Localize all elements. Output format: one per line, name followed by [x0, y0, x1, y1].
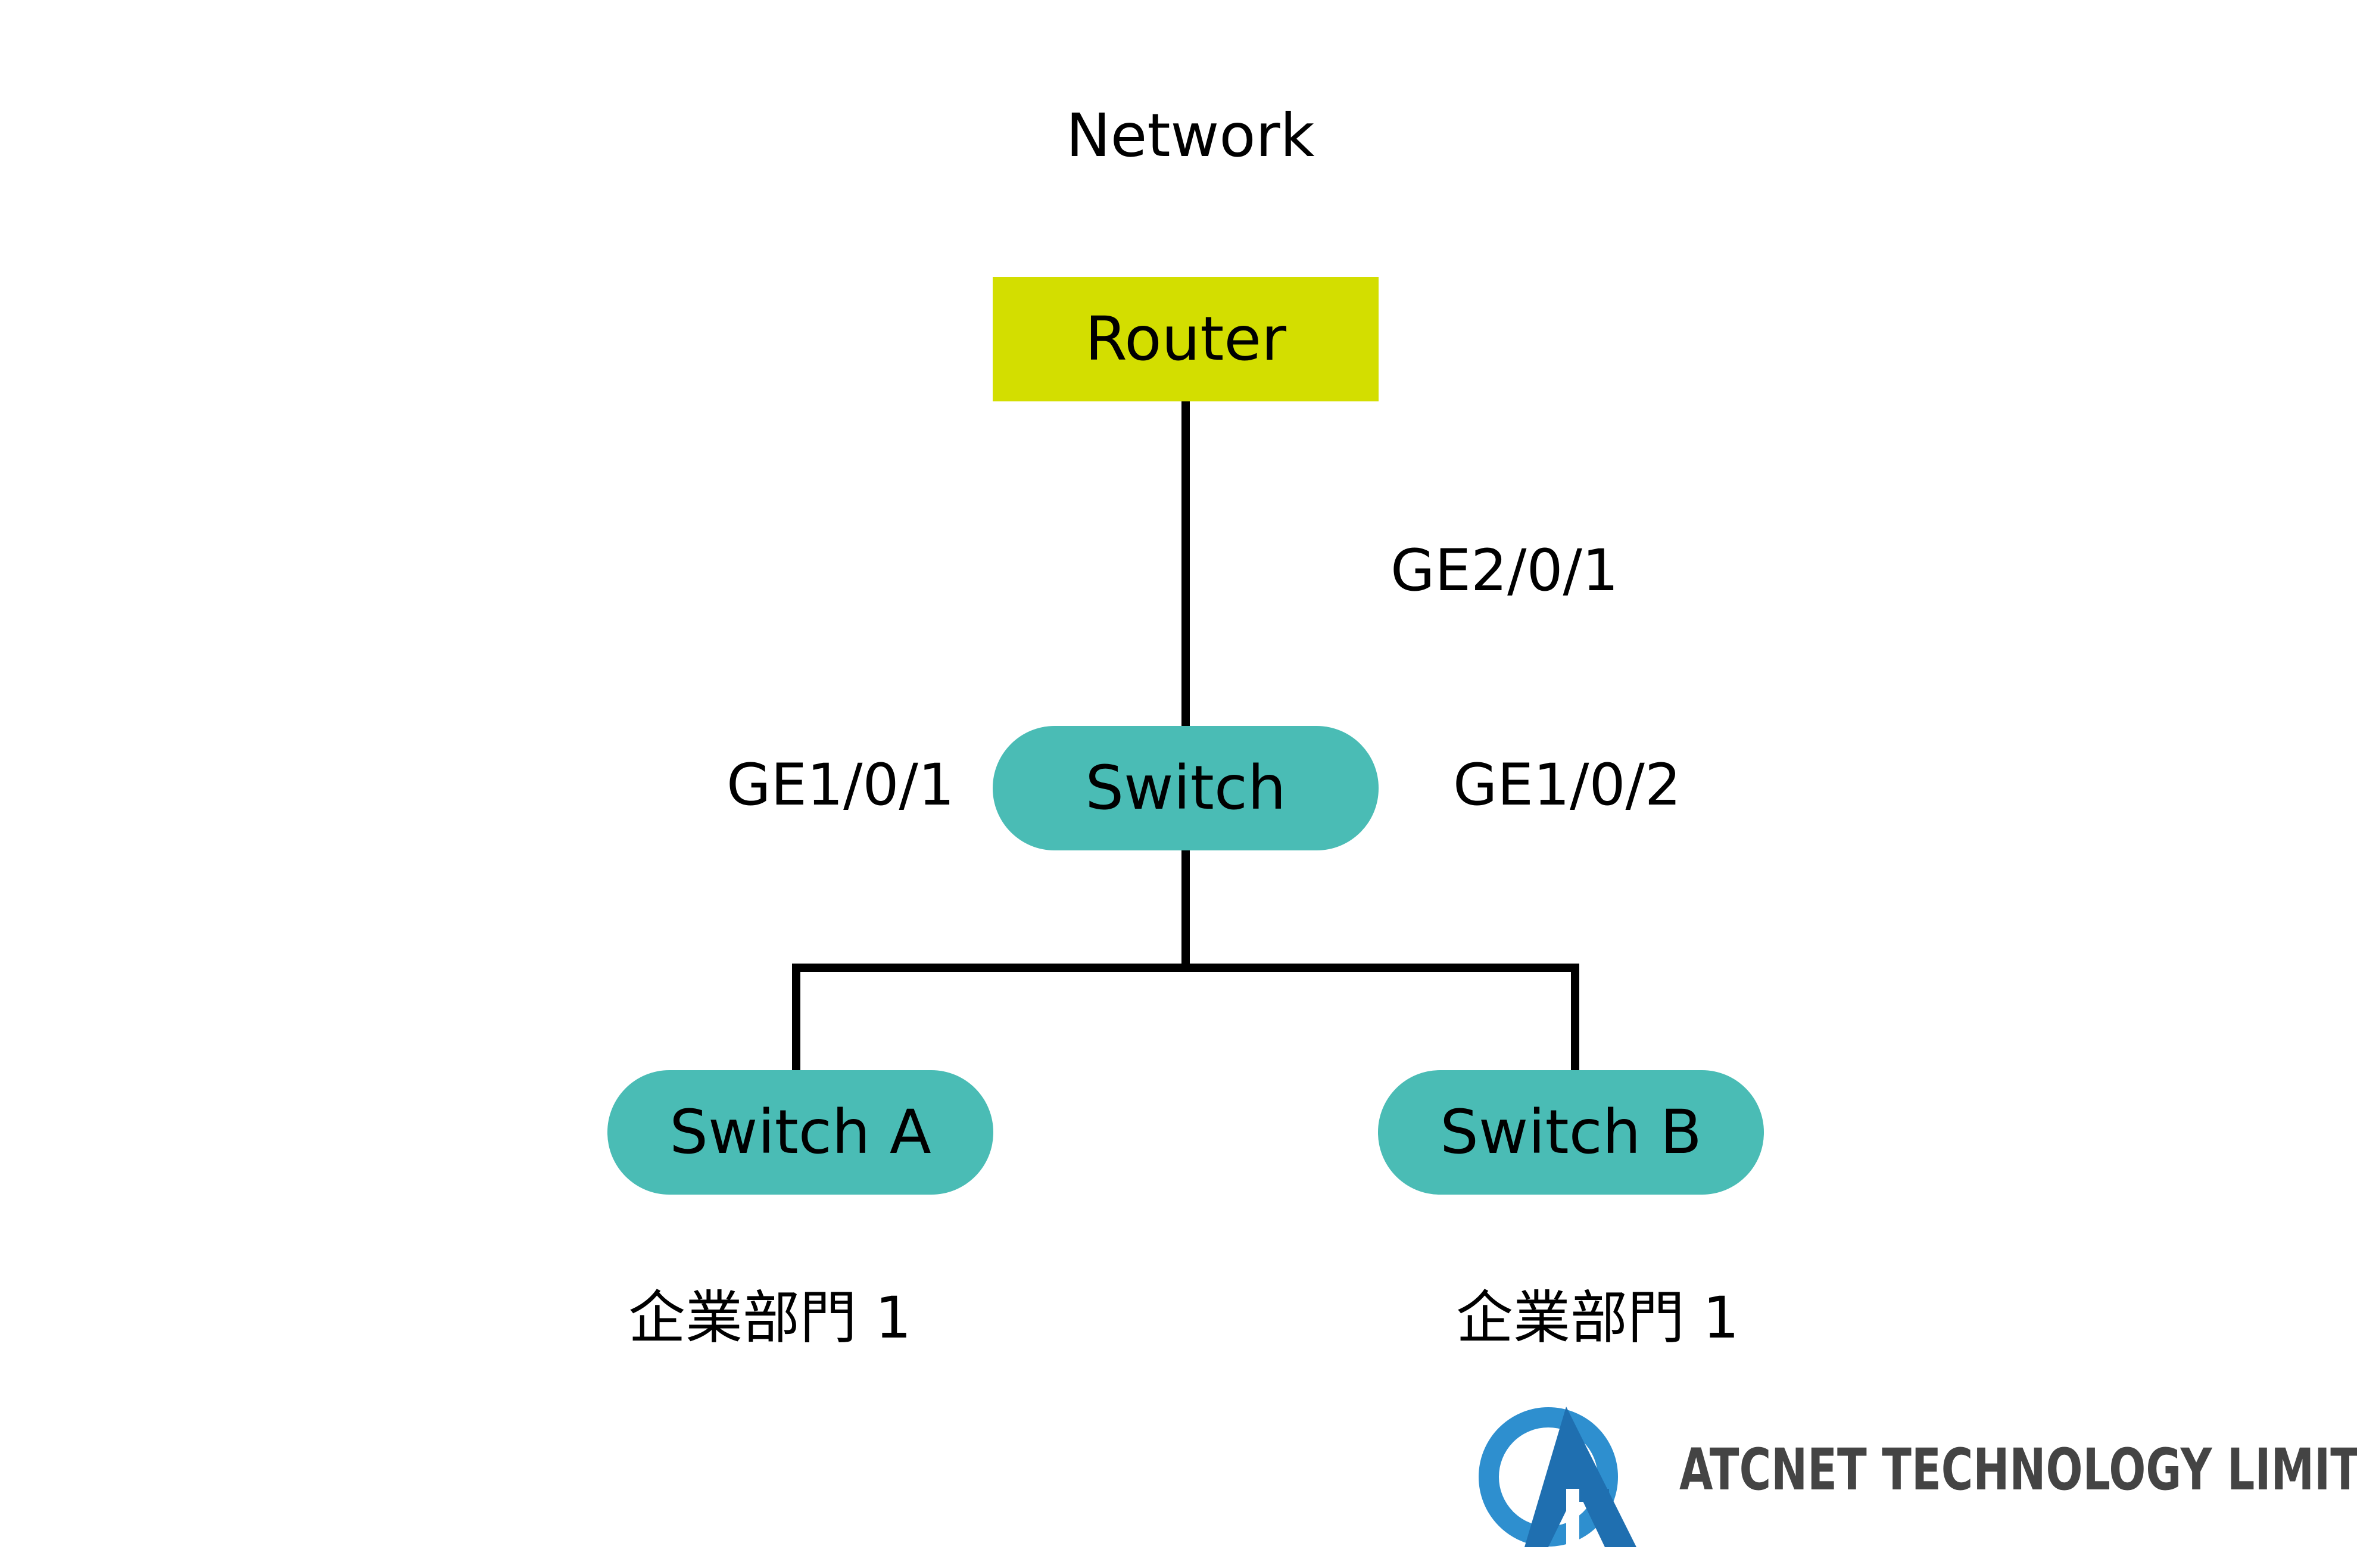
department-label-a: 企業部門 1: [628, 1285, 912, 1351]
switch-a-node: Switch A: [607, 1070, 993, 1195]
router-label: Router: [1084, 303, 1287, 375]
port-label-switch-right: GE1/0/2: [1453, 752, 1681, 818]
switch-b-label: Switch B: [1440, 1096, 1702, 1168]
department-label-b: 企業部門 1: [1456, 1285, 1739, 1351]
atcnet-logo-icon: [1479, 1407, 1636, 1547]
switch-b-node: Switch B: [1378, 1070, 1764, 1195]
switch-node: Switch: [993, 726, 1379, 850]
branch-line: [792, 964, 1579, 1070]
port-label-switch-left: GE1/0/1: [727, 752, 955, 818]
diagram-title: Network: [1066, 101, 1315, 170]
switch-label: Switch: [1085, 752, 1286, 824]
company-name: ATCNET TECHNOLOGY LIMITED: [1679, 1436, 2357, 1503]
router-node: Router: [993, 277, 1379, 401]
port-label-router-uplink: GE2/0/1: [1390, 537, 1619, 604]
switch-a-label: Switch A: [669, 1096, 931, 1168]
